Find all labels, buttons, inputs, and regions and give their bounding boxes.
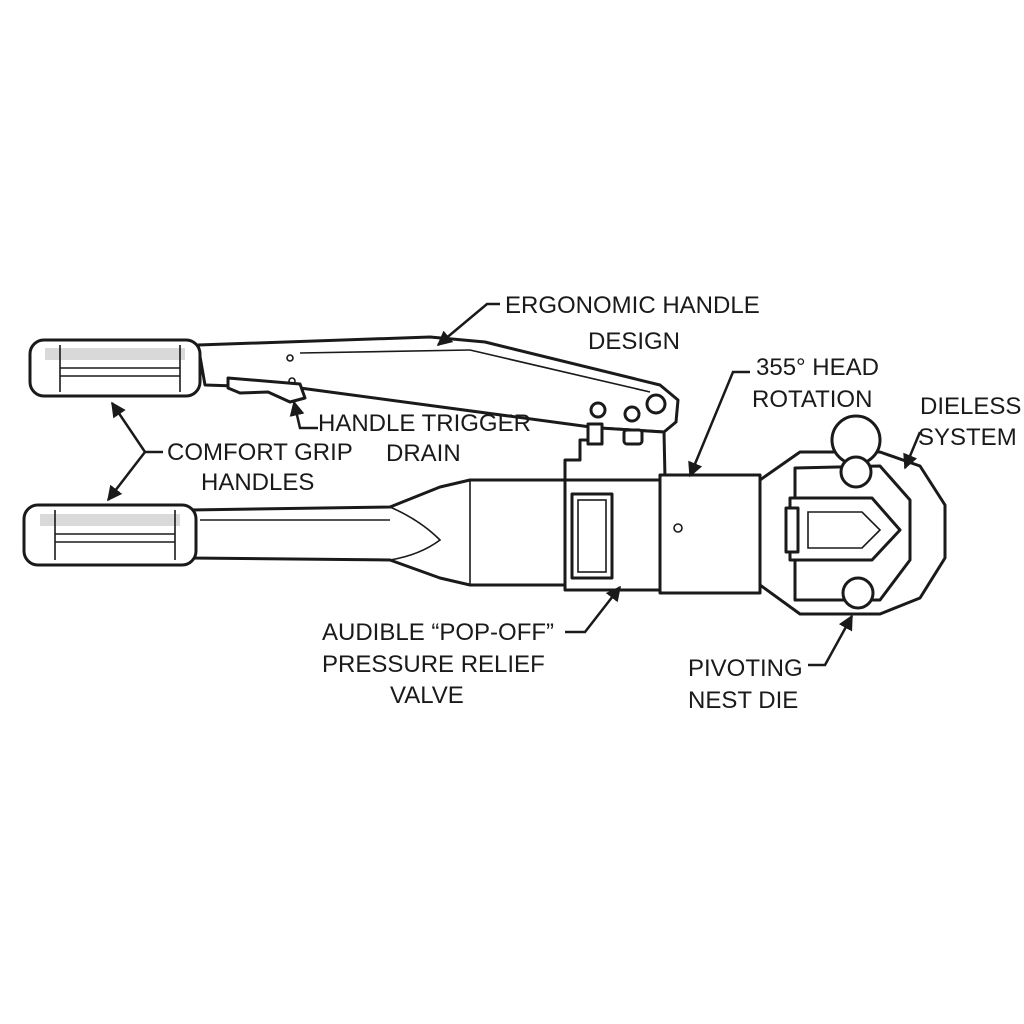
pump-frame xyxy=(563,422,667,487)
label-comfort-line2: HANDLES xyxy=(201,469,314,496)
handle-trigger xyxy=(226,376,307,404)
label-dieless-line1: DIELESS xyxy=(920,393,1021,420)
crimp-head xyxy=(758,414,947,616)
label-pivoting-nest-die: PIVOTING NEST DIE xyxy=(688,655,803,714)
upper-comfort-grip xyxy=(28,338,202,398)
label-audible-line3: VALVE xyxy=(390,682,464,709)
label-comfort-grip: COMFORT GRIP HANDLES xyxy=(167,439,353,496)
label-head-rotation: 355° HEAD ROTATION xyxy=(752,354,879,413)
label-comfort-line1: COMFORT GRIP xyxy=(167,439,353,466)
label-dieless-line2: SYSTEM xyxy=(918,424,1017,451)
label-handle-trigger: HANDLE TRIGGER DRAIN xyxy=(318,410,531,467)
label-ergonomic-handle: ERGONOMIC HANDLE DESIGN xyxy=(505,292,760,355)
label-trigger-line1: HANDLE TRIGGER xyxy=(318,410,531,437)
label-ergonomic-line1: ERGONOMIC HANDLE xyxy=(505,292,760,319)
label-audible-line1: AUDIBLE “POP-OFF” xyxy=(322,619,554,646)
label-dieless-system: DIELESS SYSTEM xyxy=(918,393,1021,451)
label-ergonomic-line2: DESIGN xyxy=(588,328,680,355)
label-audible-line2: PRESSURE RELIEF xyxy=(322,651,545,678)
label-trigger-line2: DRAIN xyxy=(386,440,461,467)
leader-lines xyxy=(107,302,922,667)
lower-comfort-grip xyxy=(22,503,198,567)
label-head-rotation-line2: ROTATION xyxy=(752,386,872,413)
label-pivoting-line2: NEST DIE xyxy=(688,687,798,714)
cylinder-body xyxy=(563,473,762,595)
label-pivoting-line1: PIVOTING xyxy=(688,655,803,682)
label-head-rotation-line1: 355° HEAD xyxy=(756,354,879,381)
label-pressure-relief: AUDIBLE “POP-OFF” PRESSURE RELIEF VALVE xyxy=(322,619,554,709)
